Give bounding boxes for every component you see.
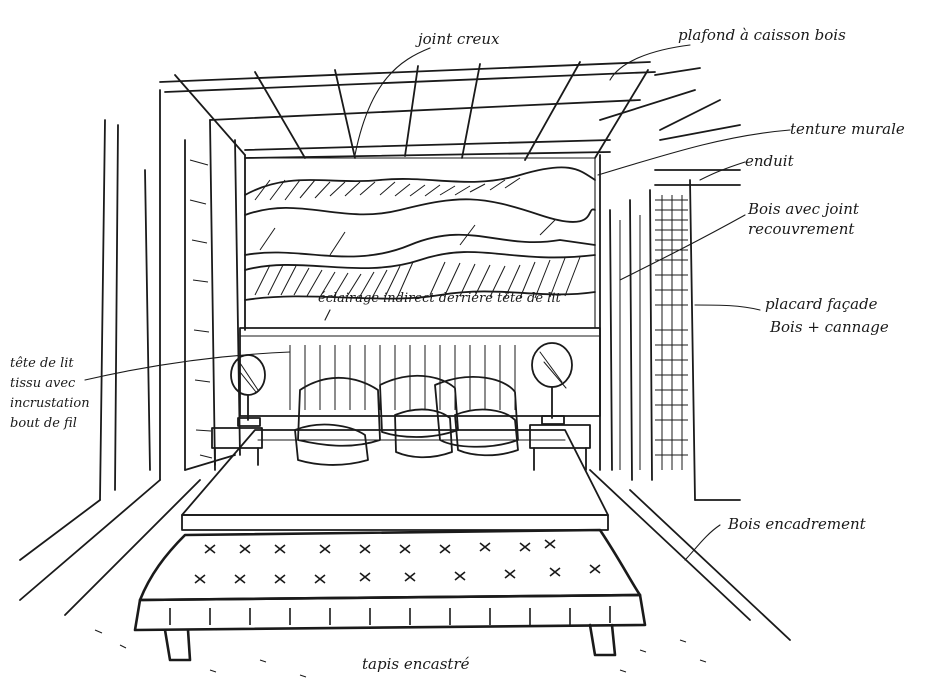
label-enduit: enduit — [745, 152, 794, 170]
label-bois-joint-2: recouvrement — [748, 220, 855, 238]
wall-hanging-hatching — [254, 177, 581, 299]
right-lamp — [531, 342, 573, 425]
label-plafond: plafond à caisson bois — [678, 26, 846, 44]
label-tapis: tapis encastré — [362, 655, 470, 673]
bench — [133, 528, 647, 662]
cabinet-caning — [619, 195, 688, 470]
label-tete-2: tissu avec — [10, 376, 76, 391]
left-wall-texture — [189, 159, 213, 459]
label-eclairage: éclairage indirect derrière tête de lit — [318, 291, 561, 306]
label-placard-2: Bois + cannage — [770, 318, 889, 336]
label-tete-1: tête de lit — [10, 356, 74, 371]
left-wall — [19, 89, 246, 616]
label-placard-1: placard façade — [765, 295, 878, 313]
label-bois-encadrement: Bois encadrement — [728, 515, 866, 533]
floor-marks — [94, 629, 707, 678]
left-nightstand — [211, 427, 263, 466]
right-wall — [589, 99, 791, 641]
bench-buttons — [169, 539, 611, 625]
label-tete-4: bout de fil — [10, 416, 77, 431]
label-joint-creux: joint creux — [418, 30, 500, 48]
label-tete-3: incrustation — [10, 396, 90, 411]
label-tenture-murale: tenture murale — [790, 120, 905, 138]
label-bois-joint-1: Bois avec joint — [748, 200, 859, 218]
ceiling-coffers — [159, 61, 701, 161]
headboard-tufting — [289, 345, 516, 410]
headboard — [239, 327, 601, 417]
bed — [181, 429, 609, 531]
leader-lines — [84, 44, 791, 561]
